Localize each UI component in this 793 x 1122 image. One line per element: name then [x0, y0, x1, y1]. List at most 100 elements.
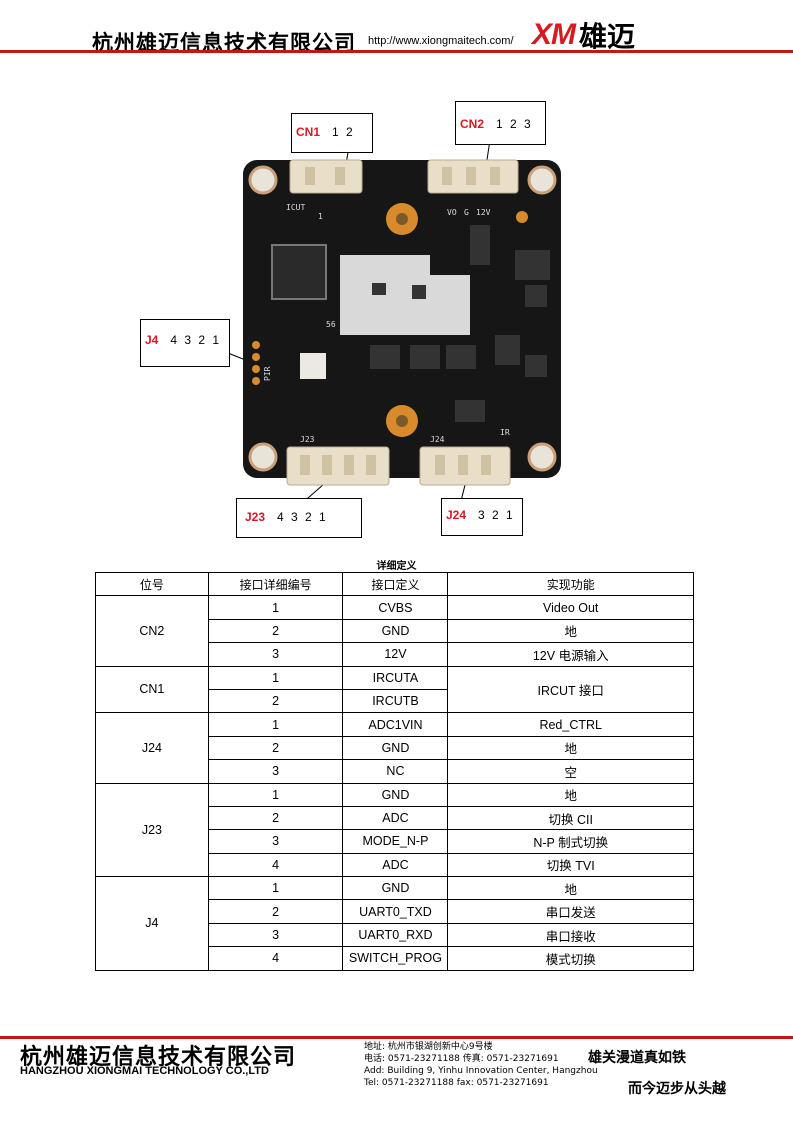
table-title: 详细定义 — [376, 561, 417, 572]
table-row: CN2 1 CVBS Video Out — [95, 595, 694, 667]
pin-def: 12V — [342, 642, 449, 667]
table-row: CN1 1 IRCUTA IRCUT 接口 — [95, 665, 694, 714]
main-chip — [271, 244, 327, 300]
interface-definition-table: 位号 接口详细编号 接口定义 实现功能 CN2 1 CVBS Video Out… — [95, 571, 694, 971]
silk-pir: PIR — [263, 366, 272, 381]
pin-def: ADC — [342, 805, 449, 831]
pin-no: 3 — [207, 922, 344, 948]
callout-cn2: CN2 1 2 3 — [455, 101, 546, 145]
pin-def: SWITCH_PROG — [342, 946, 449, 971]
pin-no: 2 — [207, 805, 344, 831]
pin-def: IRCUTA — [342, 665, 449, 690]
pin-no: 4 — [207, 852, 344, 878]
table-row: 3 NC 空 — [96, 759, 694, 784]
pin-def: UART0_TXD — [342, 899, 449, 924]
pin-def: ADC1VIN — [342, 712, 449, 737]
pin-no: 3 — [207, 642, 344, 667]
pin-no: 3 — [207, 759, 344, 784]
silk-vo: VO — [447, 208, 457, 217]
callout-cn1-pins: 1 2 — [332, 125, 355, 139]
logo-mark: XM — [532, 18, 576, 51]
silk-ir: IR — [500, 428, 510, 437]
pin-func: 切换 TVI — [447, 852, 694, 878]
callout-cn2-pins: 1 2 3 — [496, 117, 533, 131]
pin-func: Video Out — [447, 595, 694, 620]
pin-def: CVBS — [342, 595, 449, 620]
pin-func: 地 — [447, 782, 694, 807]
table-row: 2 GND 地 — [96, 735, 694, 761]
j4-pins — [252, 341, 260, 385]
cn1-connector — [289, 159, 363, 194]
company-logo: XM 雄迈 — [532, 18, 635, 53]
pin-no: 2 — [207, 688, 344, 714]
pin-no: 1 — [207, 665, 344, 690]
pin-func: 切换 CII — [447, 805, 694, 831]
col-header-function: 实现功能 — [447, 571, 694, 597]
pin-func: 地 — [447, 876, 694, 901]
callout-j23-label: J23 — [245, 510, 266, 524]
pin-func: 12V 电源输入 — [447, 642, 694, 667]
pin-func: 空 — [447, 759, 694, 784]
callout-j4: J4 4 3 2 1 — [140, 319, 230, 367]
table-row: 2 GND 地 — [96, 618, 694, 644]
col-header-ref: 位号 — [95, 571, 209, 597]
pin-no: 2 — [207, 899, 344, 924]
j23-connector — [286, 446, 390, 486]
table-row: J24 1 ADC1VIN Red_CTRL — [95, 712, 694, 784]
pin-no: 2 — [207, 735, 344, 761]
footer-company-en: HANGZHOU XIONGMAI TECHNOLOGY CO.,LTD — [20, 1065, 269, 1077]
pin-def: GND — [342, 618, 449, 644]
callout-j24-label: J24 — [446, 508, 467, 522]
silk-g: G — [464, 208, 469, 217]
pin-def: GND — [342, 782, 449, 807]
pin-func: 模式切换 — [447, 946, 694, 971]
footer-slogan-2: 而今迈步从头越 — [628, 1081, 726, 1097]
group-name: CN1 — [95, 665, 209, 714]
callout-j4-label: J4 — [145, 333, 159, 347]
group-name: J24 — [95, 712, 209, 784]
pin-func: 串口接收 — [447, 922, 694, 948]
pin-func: 地 — [447, 618, 694, 644]
pin-func: 串口发送 — [447, 899, 694, 924]
silk-j24: J24 — [430, 435, 445, 444]
col-header-pin-no: 接口详细编号 — [207, 571, 344, 597]
callout-j24-pins: 3 2 1 — [478, 508, 515, 522]
callout-cn2-label: CN2 — [460, 117, 485, 131]
table-row: 3 UART0_RXD 串口接收 — [96, 922, 694, 948]
header-url[interactable]: http://www.xiongmaitech.com/ — [368, 35, 514, 47]
pin-def: UART0_RXD — [342, 922, 449, 948]
chip-shield — [340, 255, 470, 335]
header-rule — [0, 50, 793, 53]
table-row: 2 IRCUTB — [96, 688, 694, 714]
col-header-definition: 接口定义 — [342, 571, 449, 597]
logo-cn: 雄迈 — [579, 20, 636, 53]
callout-cn1: CN1 1 2 — [291, 113, 373, 153]
callout-cn1-label: CN1 — [296, 125, 321, 139]
silk-56: 56 — [326, 320, 336, 329]
pin-def: GND — [342, 876, 449, 901]
pin-no: 1 — [207, 712, 344, 737]
callout-j24: J24 3 2 1 — [441, 498, 523, 536]
footer-slogan-1: 雄关漫道真如铁 — [588, 1050, 686, 1066]
table-row: 3 12V 12V 电源输入 — [96, 642, 694, 667]
pin-def: MODE_N-P — [342, 829, 449, 854]
callout-j4-pins: 4 3 2 1 — [170, 333, 222, 347]
pin-no: 1 — [207, 876, 344, 901]
footer-address-cn: 地址: 杭州市银湖创新中心9号楼 — [364, 1042, 493, 1052]
silk-pin1: 1 — [318, 212, 323, 221]
table-row: J4 1 GND 地 — [95, 876, 694, 971]
table-row: 2 UART0_TXD 串口发送 — [96, 899, 694, 924]
footer-phone-en: Tel: 0571-23271188 fax: 0571-23271691 — [364, 1078, 549, 1088]
pin-no: 4 — [207, 946, 344, 971]
group-name: J4 — [95, 876, 209, 971]
pin-def: NC — [342, 759, 449, 784]
pin-func: IRCUT 接口 — [447, 665, 694, 714]
pin-def: GND — [342, 735, 449, 761]
pin-func: 地 — [447, 735, 694, 761]
table-row: 4 SWITCH_PROG 模式切换 — [96, 946, 694, 971]
crystal — [300, 353, 326, 379]
pin-def: IRCUTB — [342, 688, 449, 714]
pin-no: 3 — [207, 829, 344, 854]
silk-icut: ICUT — [286, 203, 305, 212]
